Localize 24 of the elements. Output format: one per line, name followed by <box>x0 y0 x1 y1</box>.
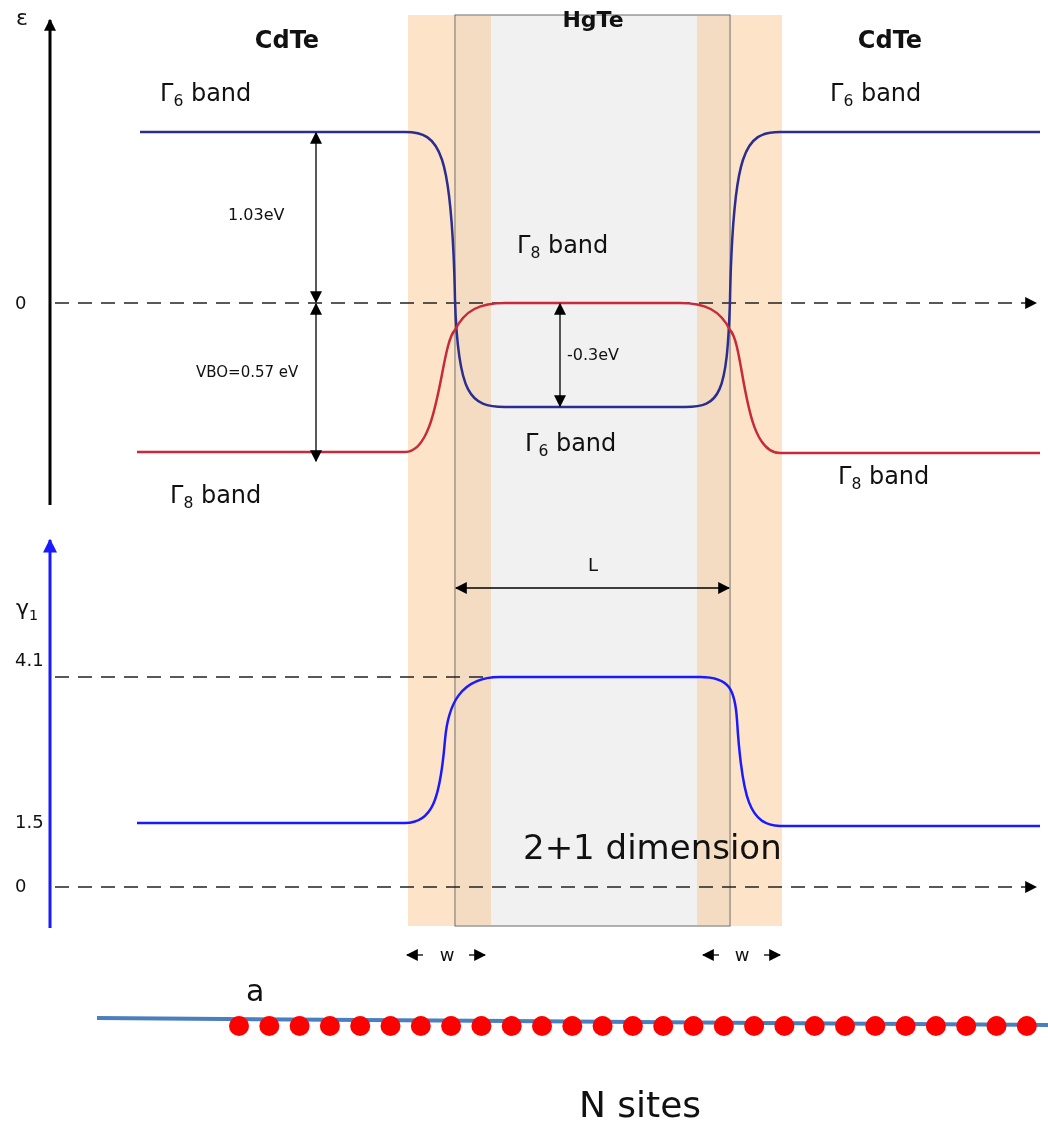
diagram-label: a <box>246 973 265 1007</box>
diagram-label: Γ$_{6}$ band <box>525 429 617 461</box>
diagram-label: Γ$_{6}$ band <box>160 79 252 111</box>
diagram-label: ε <box>16 5 28 31</box>
diagram-label: Γ$_{8}$ band <box>838 462 930 494</box>
diagram-label: 2+1 dimension <box>523 829 782 867</box>
diagram-label: w <box>439 945 455 965</box>
diagram-label: 0 <box>15 876 27 896</box>
diagram-label: VBO=0.57 eV <box>196 363 299 381</box>
diagram-label: 0 <box>15 293 27 313</box>
diagram-label: w <box>734 945 750 965</box>
diagram-label: HgTe <box>562 7 624 33</box>
diagram-label: -0.3eV <box>567 346 619 364</box>
diagram-label: L <box>588 555 598 575</box>
diagram-label: CdTe <box>254 26 320 54</box>
diagram-label: γ$_{1}$ <box>16 595 39 625</box>
diagram-label: Γ$_{8}$ band <box>517 231 609 263</box>
diagram-label: Γ$_{6}$ band <box>830 79 922 111</box>
diagram-label: 4.1 <box>15 650 44 670</box>
diagram-label: 1.5 <box>15 812 44 832</box>
diagram-label: Γ$_{8}$ band <box>170 481 262 513</box>
diagram-label: CdTe <box>857 26 923 54</box>
diagram-label: 1.03eV <box>228 206 285 224</box>
diagram-label: N sites <box>578 1085 702 1125</box>
